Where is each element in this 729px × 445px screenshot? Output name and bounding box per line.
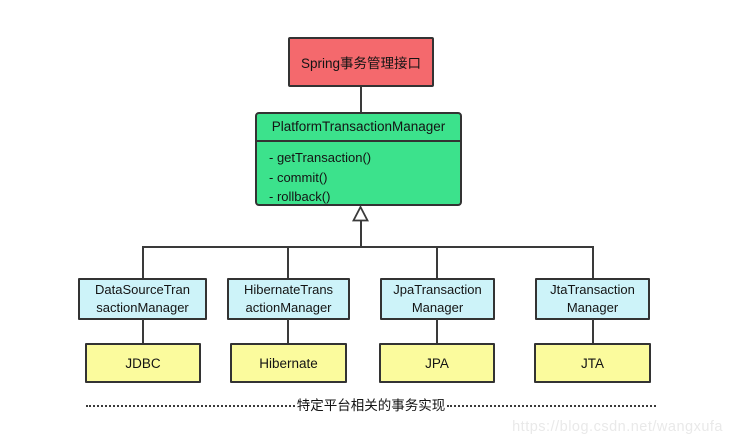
connector-bus-to-manager-3 xyxy=(436,246,438,279)
impl-box-jdbc: JDBC xyxy=(85,343,201,383)
manager-label-jta: JtaTransaction Manager xyxy=(550,281,635,316)
impl-label-jdbc: JDBC xyxy=(125,355,161,371)
watermark-url: https://blog.csdn.net/wangxufa xyxy=(512,419,723,435)
class-title: PlatformTransactionManager xyxy=(257,114,460,142)
manager-label-line2: Manager xyxy=(411,300,464,315)
inheritance-arrow-icon xyxy=(352,206,369,222)
platform-transaction-manager-box: PlatformTransactionManager - getTransact… xyxy=(255,112,462,206)
connector-interface-to-class xyxy=(360,87,362,113)
dotted-line-right xyxy=(447,404,656,407)
manager-label-line1: JpaTransaction xyxy=(393,282,482,298)
dotted-line-left xyxy=(86,404,295,407)
manager-box-datasource: DataSourceTran sactionManager xyxy=(78,278,207,320)
manager-box-hibernate: HibernateTrans actionManager xyxy=(227,278,350,320)
method-rollback: - rollback() xyxy=(269,189,331,204)
manager-label-line1: DataSourceTran xyxy=(95,282,190,298)
footer-dotted-rule: 特定平台相关的事务实现 xyxy=(86,394,656,414)
impl-label-jpa: JPA xyxy=(425,355,449,371)
spring-interface-box: Spring事务管理接口 xyxy=(288,37,434,87)
manager-label-line1: HibernateTrans xyxy=(243,282,334,298)
connector-manager-to-impl-4 xyxy=(592,319,594,344)
connector-horizontal-bus xyxy=(142,246,594,248)
impl-box-jta: JTA xyxy=(534,343,651,383)
method-commit: - commit() xyxy=(269,169,328,185)
spring-interface-label: Spring事务管理接口 xyxy=(300,56,422,71)
manager-label-line2: Manager xyxy=(566,300,619,315)
manager-label-line1: JtaTransaction xyxy=(550,282,635,298)
connector-manager-to-impl-1 xyxy=(142,319,144,344)
footer-label: 特定平台相关的事务实现 xyxy=(296,398,446,413)
impl-box-hibernate: Hibernate xyxy=(230,343,347,383)
connector-manager-to-impl-2 xyxy=(287,319,289,344)
manager-label-datasource: DataSourceTran sactionManager xyxy=(95,281,190,316)
connector-bus-to-manager-2 xyxy=(287,246,289,279)
impl-label-hibernate: Hibernate xyxy=(259,355,318,371)
impl-label-jta: JTA xyxy=(581,355,604,371)
class-methods: - getTransaction() - commit() - rollback… xyxy=(257,142,460,211)
manager-label-line2: actionManager xyxy=(245,300,332,315)
manager-label-line2: sactionManager xyxy=(96,300,189,315)
manager-label-jpa: JpaTransaction Manager xyxy=(393,281,481,316)
impl-box-jpa: JPA xyxy=(379,343,495,383)
manager-box-jpa: JpaTransaction Manager xyxy=(380,278,495,320)
manager-label-hibernate: HibernateTrans actionManager xyxy=(244,281,333,316)
connector-bus-to-manager-1 xyxy=(142,246,144,279)
connector-bus-to-manager-4 xyxy=(592,246,594,279)
connector-arrow-stem xyxy=(360,221,362,247)
method-get-transaction: - getTransaction() xyxy=(269,150,372,165)
connector-manager-to-impl-3 xyxy=(436,319,438,344)
manager-box-jta: JtaTransaction Manager xyxy=(535,278,650,320)
